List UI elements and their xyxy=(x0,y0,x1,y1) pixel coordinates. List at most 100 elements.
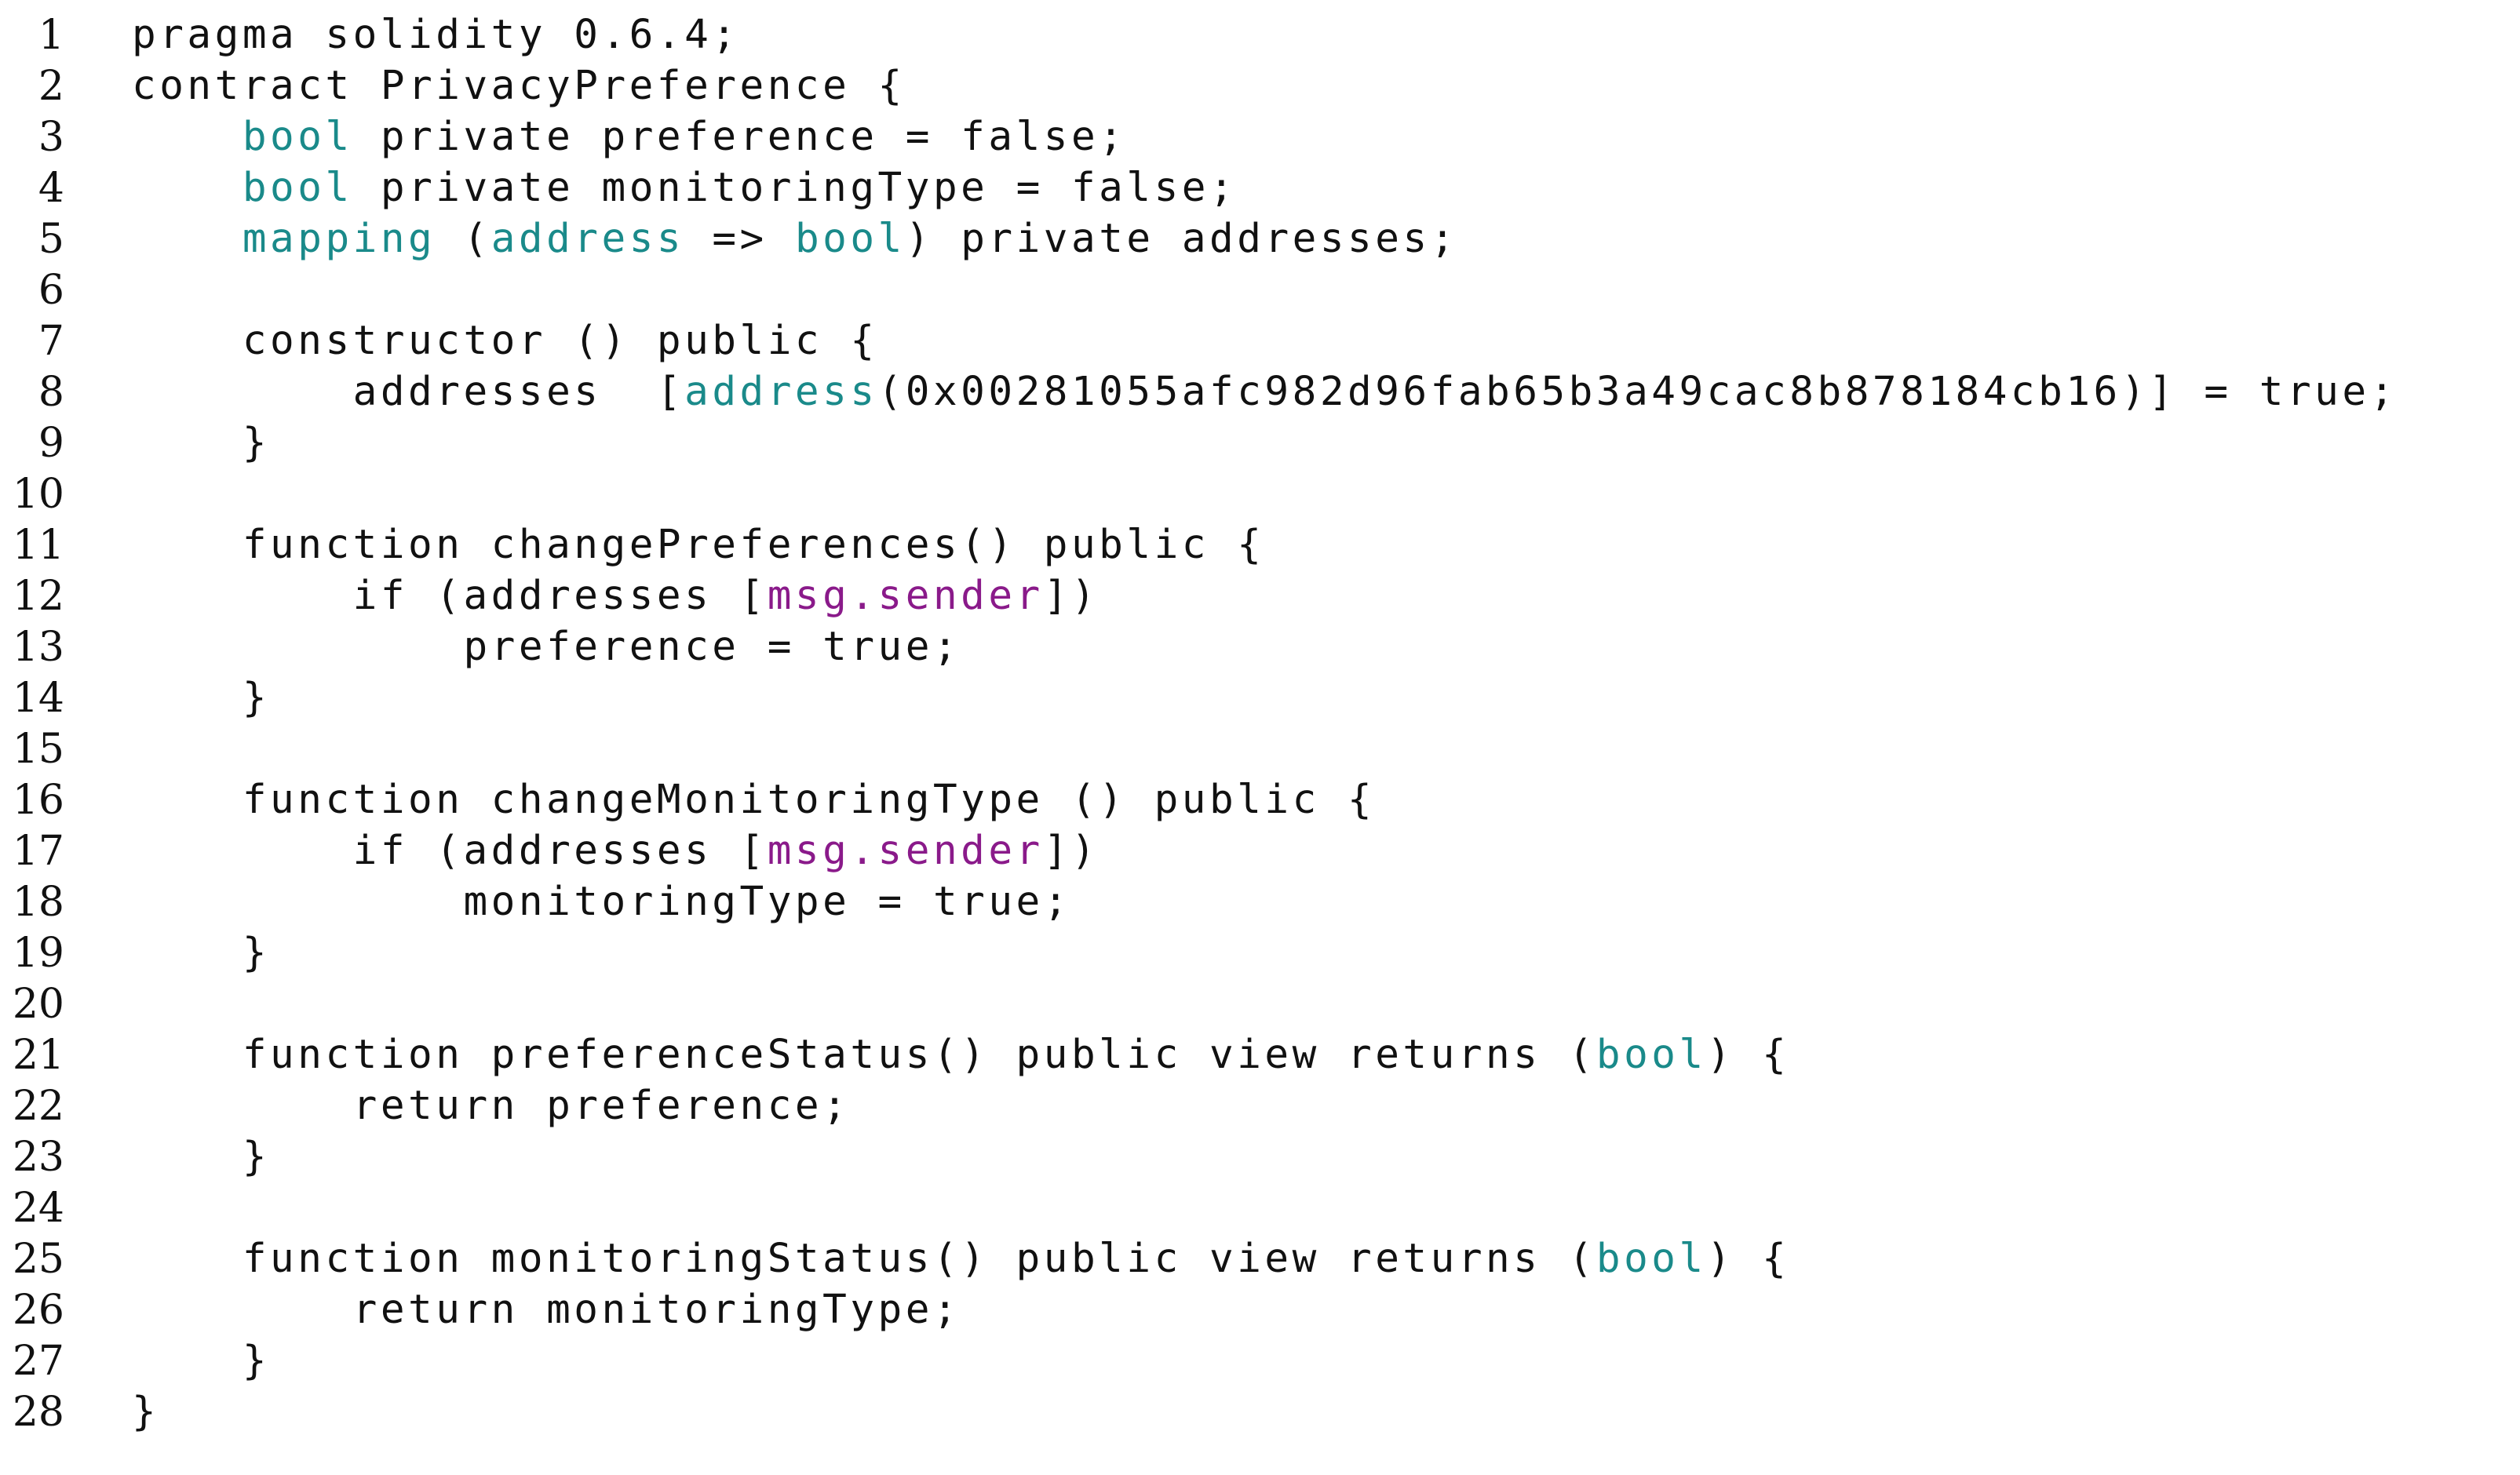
code-text: return preference; xyxy=(132,1080,850,1132)
code-text: } xyxy=(132,1131,270,1183)
line-number: 8 xyxy=(38,369,64,416)
code-line: 16 function changeMonitoringType () publ… xyxy=(0,774,2520,826)
code-token: } xyxy=(242,420,271,466)
line-number: 18 xyxy=(12,879,64,926)
code-token: constructor () public { xyxy=(242,318,878,364)
code-line: 15 xyxy=(0,723,2520,775)
code-line: 28} xyxy=(0,1386,2520,1438)
line-number: 17 xyxy=(12,828,64,875)
code-line: 26 return monitoringType; xyxy=(0,1284,2520,1336)
line-number: 26 xyxy=(12,1287,64,1334)
code-line: 4 bool private monitoringType = false; xyxy=(0,162,2520,214)
line-number: 22 xyxy=(12,1083,64,1130)
code-token: (0x00281055afc982d96fab65b3a49cac8b87818… xyxy=(877,369,2398,415)
code-token: if (addresses [ xyxy=(352,573,768,619)
line-number: 28 xyxy=(12,1389,64,1436)
code-line: 11 function changePreferences() public { xyxy=(0,519,2520,571)
code-line: 21 function preferenceStatus() public vi… xyxy=(0,1029,2520,1081)
type-keyword: address xyxy=(684,369,878,415)
code-line: 7 constructor () public { xyxy=(0,315,2520,367)
code-token: ) { xyxy=(1706,1236,1790,1282)
type-keyword: bool xyxy=(242,165,353,211)
code-line: 5 mapping (address => bool) private addr… xyxy=(0,213,2520,265)
code-text: preference = true; xyxy=(132,621,961,673)
code-token: function preferenceStatus() public view … xyxy=(242,1032,1596,1078)
code-line: 6 xyxy=(0,264,2520,316)
type-keyword: bool xyxy=(1596,1236,1707,1282)
code-text: return monitoringType; xyxy=(132,1284,961,1336)
line-number: 3 xyxy=(38,114,64,161)
line-number: 24 xyxy=(12,1185,64,1232)
code-text: function preferenceStatus() public view … xyxy=(132,1029,1789,1081)
line-number: 27 xyxy=(12,1338,64,1385)
code-line: 8 addresses [address(0x00281055afc982d96… xyxy=(0,366,2520,418)
code-token: addresses [ xyxy=(352,369,685,415)
code-token: } xyxy=(242,1134,271,1180)
code-text: bool private monitoringType = false; xyxy=(132,162,1237,214)
code-text: function changeMonitoringType () public … xyxy=(132,774,1375,826)
code-token: pragma solidity 0.6.4; xyxy=(132,12,740,58)
code-line: 23 } xyxy=(0,1131,2520,1183)
code-token: ]) xyxy=(1043,573,1100,619)
line-number: 11 xyxy=(12,522,64,569)
code-text: } xyxy=(132,417,270,469)
code-line: 17 if (addresses [msg.sender]) xyxy=(0,825,2520,877)
code-token: ) { xyxy=(1706,1032,1790,1078)
code-text: if (addresses [msg.sender]) xyxy=(132,825,1099,877)
code-line: 22 return preference; xyxy=(0,1080,2520,1132)
code-text: } xyxy=(132,1335,270,1387)
code-text: constructor () public { xyxy=(132,315,878,367)
type-keyword: address xyxy=(491,216,685,262)
line-number: 20 xyxy=(12,981,64,1028)
code-line: 10 xyxy=(0,468,2520,520)
line-number: 13 xyxy=(12,624,64,671)
msg-sender-token: msg.sender xyxy=(767,573,1044,619)
code-text: monitoringType = true; xyxy=(132,876,1071,928)
code-token: } xyxy=(132,1389,160,1435)
code-line: 9 } xyxy=(0,417,2520,469)
code-line: 24 xyxy=(0,1182,2520,1234)
code-line: 19 } xyxy=(0,927,2520,979)
line-number: 5 xyxy=(38,216,64,263)
line-number: 25 xyxy=(12,1236,64,1283)
code-text: bool private preference = false; xyxy=(132,111,1126,163)
code-token: } xyxy=(242,1338,271,1384)
code-token: return preference; xyxy=(352,1083,851,1129)
code-token: function monitoringStatus() public view … xyxy=(242,1236,1596,1282)
code-line: 20 xyxy=(0,978,2520,1030)
code-text: } xyxy=(132,927,270,979)
code-text: mapping (address => bool) private addres… xyxy=(132,213,1458,265)
code-token: => xyxy=(684,216,795,262)
line-number: 12 xyxy=(12,573,64,620)
code-line: 25 function monitoringStatus() public vi… xyxy=(0,1233,2520,1285)
code-token: return monitoringType; xyxy=(352,1287,961,1333)
code-line: 3 bool private preference = false; xyxy=(0,111,2520,163)
line-number: 6 xyxy=(38,267,64,314)
code-text: function changePreferences() public { xyxy=(132,519,1264,571)
code-token: } xyxy=(242,930,271,976)
code-token: ) private addresses; xyxy=(905,216,1458,262)
code-token: ]) xyxy=(1043,828,1100,874)
msg-sender-token: msg.sender xyxy=(767,828,1044,874)
code-line: 14 } xyxy=(0,672,2520,724)
line-number: 15 xyxy=(12,726,64,773)
code-line: 18 monitoringType = true; xyxy=(0,876,2520,928)
line-number: 9 xyxy=(38,420,64,467)
line-number: 4 xyxy=(38,165,64,212)
code-text: function monitoringStatus() public view … xyxy=(132,1233,1789,1285)
code-token: preference = true; xyxy=(463,624,961,670)
code-token: if (addresses [ xyxy=(352,828,768,874)
code-line: 27 } xyxy=(0,1335,2520,1387)
type-keyword: bool xyxy=(242,114,353,160)
code-text: addresses [address(0x00281055afc982d96fa… xyxy=(132,366,2398,418)
code-text: } xyxy=(132,672,270,724)
code-text: } xyxy=(132,1386,159,1438)
code-token: } xyxy=(242,675,271,721)
line-number: 2 xyxy=(38,63,64,110)
type-keyword: mapping xyxy=(242,216,436,262)
code-text: if (addresses [msg.sender]) xyxy=(132,570,1099,622)
code-token: ( xyxy=(436,216,491,262)
